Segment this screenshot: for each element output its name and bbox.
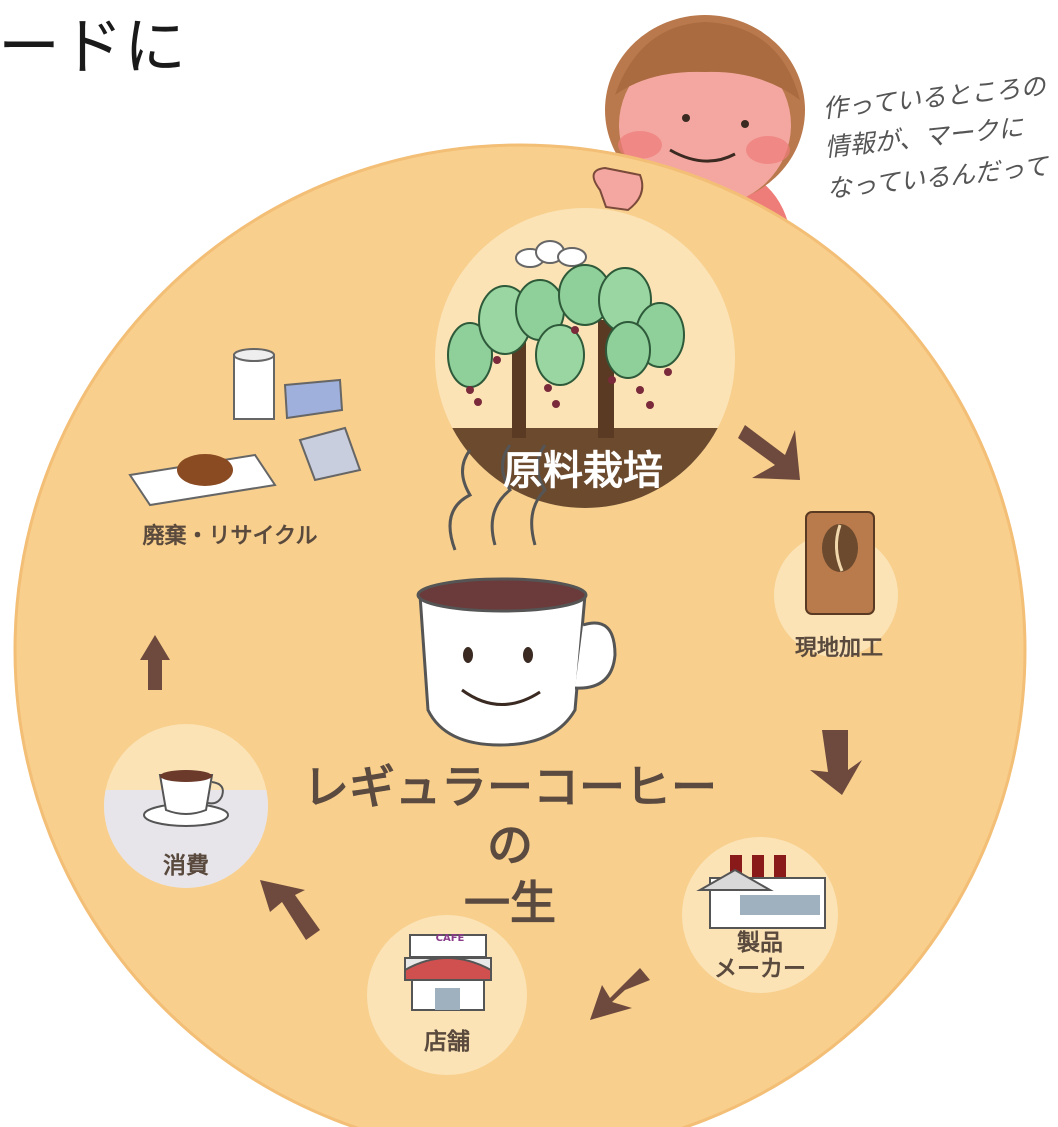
arrow-icon-4 [260,880,320,940]
stage-local-processing [774,511,898,657]
stage-label-manufacturer-1: 製品 [737,930,783,956]
arrow-icon-2 [810,730,862,795]
factory-icon [696,855,826,929]
stage-label-local-processing: 現地加工 [794,636,883,661]
arrow-icon-3 [590,968,650,1020]
coffee-cup-small-icon [143,770,229,827]
stage-label-cultivation: 原料栽培 [503,448,663,494]
arrow-icon-5 [140,635,170,690]
stage-consumption [104,724,268,888]
stage-disposal [128,348,362,507]
stage-store [367,915,527,1075]
stage-label-store: 店舗 [424,1029,470,1055]
cloud-icon [515,240,587,268]
can-icon [233,348,362,482]
stage-label-manufacturer-2: メーカー [714,956,806,982]
arrow-icon-1 [738,425,800,480]
coffee-cup-character [416,444,617,747]
coffee-tree-icon [447,264,685,438]
cafe-sign-text: CAFE [435,933,465,944]
center-title-line-1: レギュラーコーヒーの [303,760,717,872]
stage-label-disposal: 廃棄・リサイクル [142,524,318,549]
cafe-icon [404,934,492,1011]
center-title: レギュラーコーヒーの 一生 [300,758,720,932]
center-title-line-2: 一生 [464,876,556,930]
flow-arrows [140,425,862,1020]
stage-label-consumption: 消費 [163,853,209,879]
stage-manufacturer [682,837,838,993]
page-heading-fragment: ードに [0,10,188,83]
